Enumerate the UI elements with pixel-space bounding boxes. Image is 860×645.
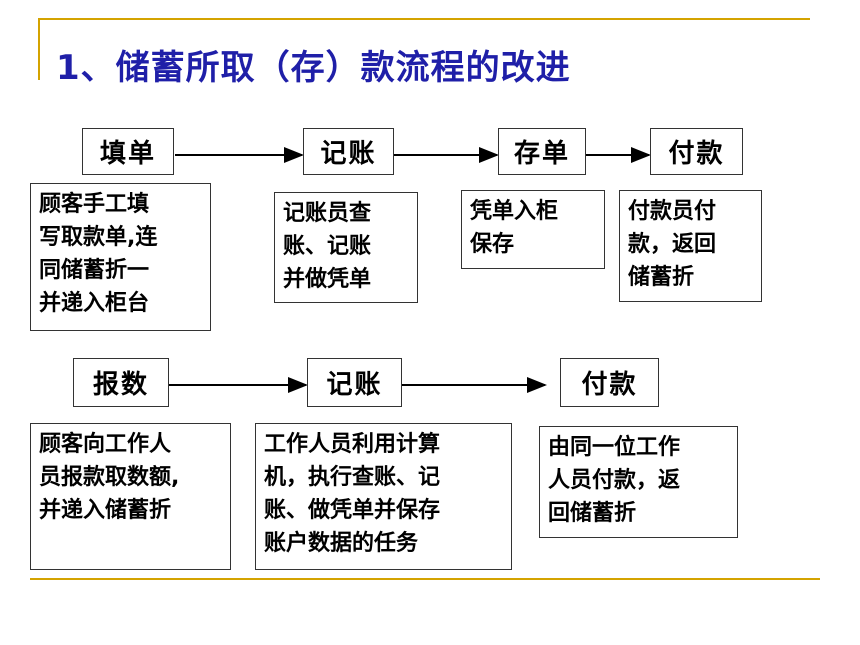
step-store-voucher: 存单 [498, 128, 586, 175]
step-payment-2: 付款 [560, 358, 659, 407]
step-payment: 付款 [650, 128, 743, 175]
top-accent-line [38, 18, 810, 20]
desc-payment-2: 由同一位工作 人员付款，返 回储蓄折 [539, 426, 738, 538]
desc-bookkeeping: 记账员查 账、记账 并做凭单 [274, 192, 418, 303]
step-report-amount: 报数 [73, 358, 169, 407]
desc-computer-bookkeeping: 工作人员利用计算 机，执行查账、记 账、做凭单并保存 账户数据的任务 [255, 423, 512, 570]
page-title: 1、储蓄所取（存）款流程的改进 [56, 48, 571, 88]
desc-payment: 付款员付 款，返回 储蓄折 [619, 190, 762, 302]
bottom-accent-line [30, 578, 820, 580]
desc-store-voucher: 凭单入柜 保存 [461, 190, 605, 269]
desc-report-amount: 顾客向工作人 员报款取数额, 并递入储蓄折 [30, 423, 231, 570]
desc-fill-form: 顾客手工填 写取款单,连 同储蓄折一 并递入柜台 [30, 183, 211, 331]
step-fill-form: 填单 [82, 128, 174, 175]
step-bookkeeping: 记账 [303, 128, 394, 175]
left-accent-line [38, 18, 40, 80]
step-bookkeeping-2: 记账 [307, 358, 402, 407]
